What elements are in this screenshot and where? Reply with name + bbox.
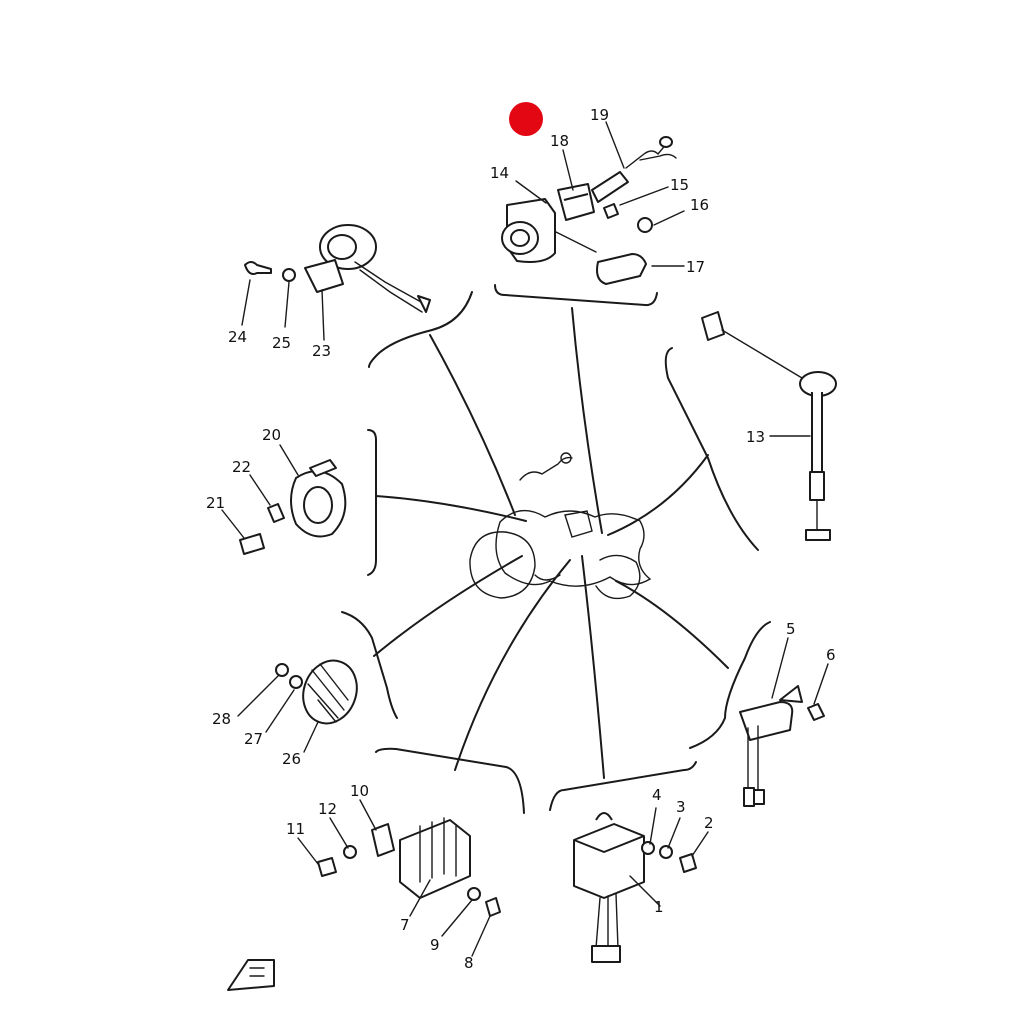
- red-marker-dot: [509, 102, 543, 136]
- part-group-14-19: [501, 121, 685, 285]
- callout-13: 13: [746, 428, 765, 446]
- part-group-1-4: [573, 807, 709, 963]
- callout-21: 21: [206, 494, 225, 512]
- motorcycle-silhouette: [469, 452, 652, 600]
- callout-20: 20: [262, 426, 281, 444]
- callout-25: 25: [272, 334, 291, 352]
- callout-9: 9: [430, 936, 440, 954]
- callout-12: 12: [318, 800, 337, 818]
- callout-24: 24: [228, 328, 247, 346]
- callout-27: 27: [244, 730, 263, 748]
- leader-lines: [373, 307, 729, 779]
- callout-18: 18: [550, 132, 569, 150]
- callout-26: 26: [282, 750, 301, 768]
- callout-10: 10: [350, 782, 369, 800]
- part-group-7-12: [297, 799, 501, 957]
- group-brackets: [341, 284, 771, 814]
- callout-5: 5: [786, 620, 796, 638]
- callout-2: 2: [704, 814, 714, 832]
- part-group-20-22: [221, 444, 347, 555]
- callout-15: 15: [670, 176, 689, 194]
- callout-22: 22: [232, 458, 251, 476]
- callout-labels: 1 2 3 4 5 6 7 8 9 10 11 12 13 14 15 16 1…: [206, 106, 836, 972]
- part-group-26-28: [237, 659, 358, 753]
- callout-19: 19: [590, 106, 609, 124]
- part-group-23-25: [241, 224, 431, 341]
- callout-8: 8: [464, 954, 474, 972]
- callout-23: 23: [312, 342, 331, 360]
- callout-14: 14: [490, 164, 509, 182]
- callout-16: 16: [690, 196, 709, 214]
- publisher-logo-icon: [227, 959, 275, 991]
- callout-1: 1: [654, 898, 664, 916]
- callout-28: 28: [212, 710, 231, 728]
- callout-17: 17: [686, 258, 705, 276]
- callout-11: 11: [286, 820, 305, 838]
- part-13-sender-unit: [701, 311, 837, 541]
- callout-4: 4: [652, 786, 662, 804]
- callout-7: 7: [400, 916, 410, 934]
- callout-3: 3: [676, 798, 686, 816]
- part-group-5-6: [739, 637, 829, 807]
- callout-6: 6: [826, 646, 836, 664]
